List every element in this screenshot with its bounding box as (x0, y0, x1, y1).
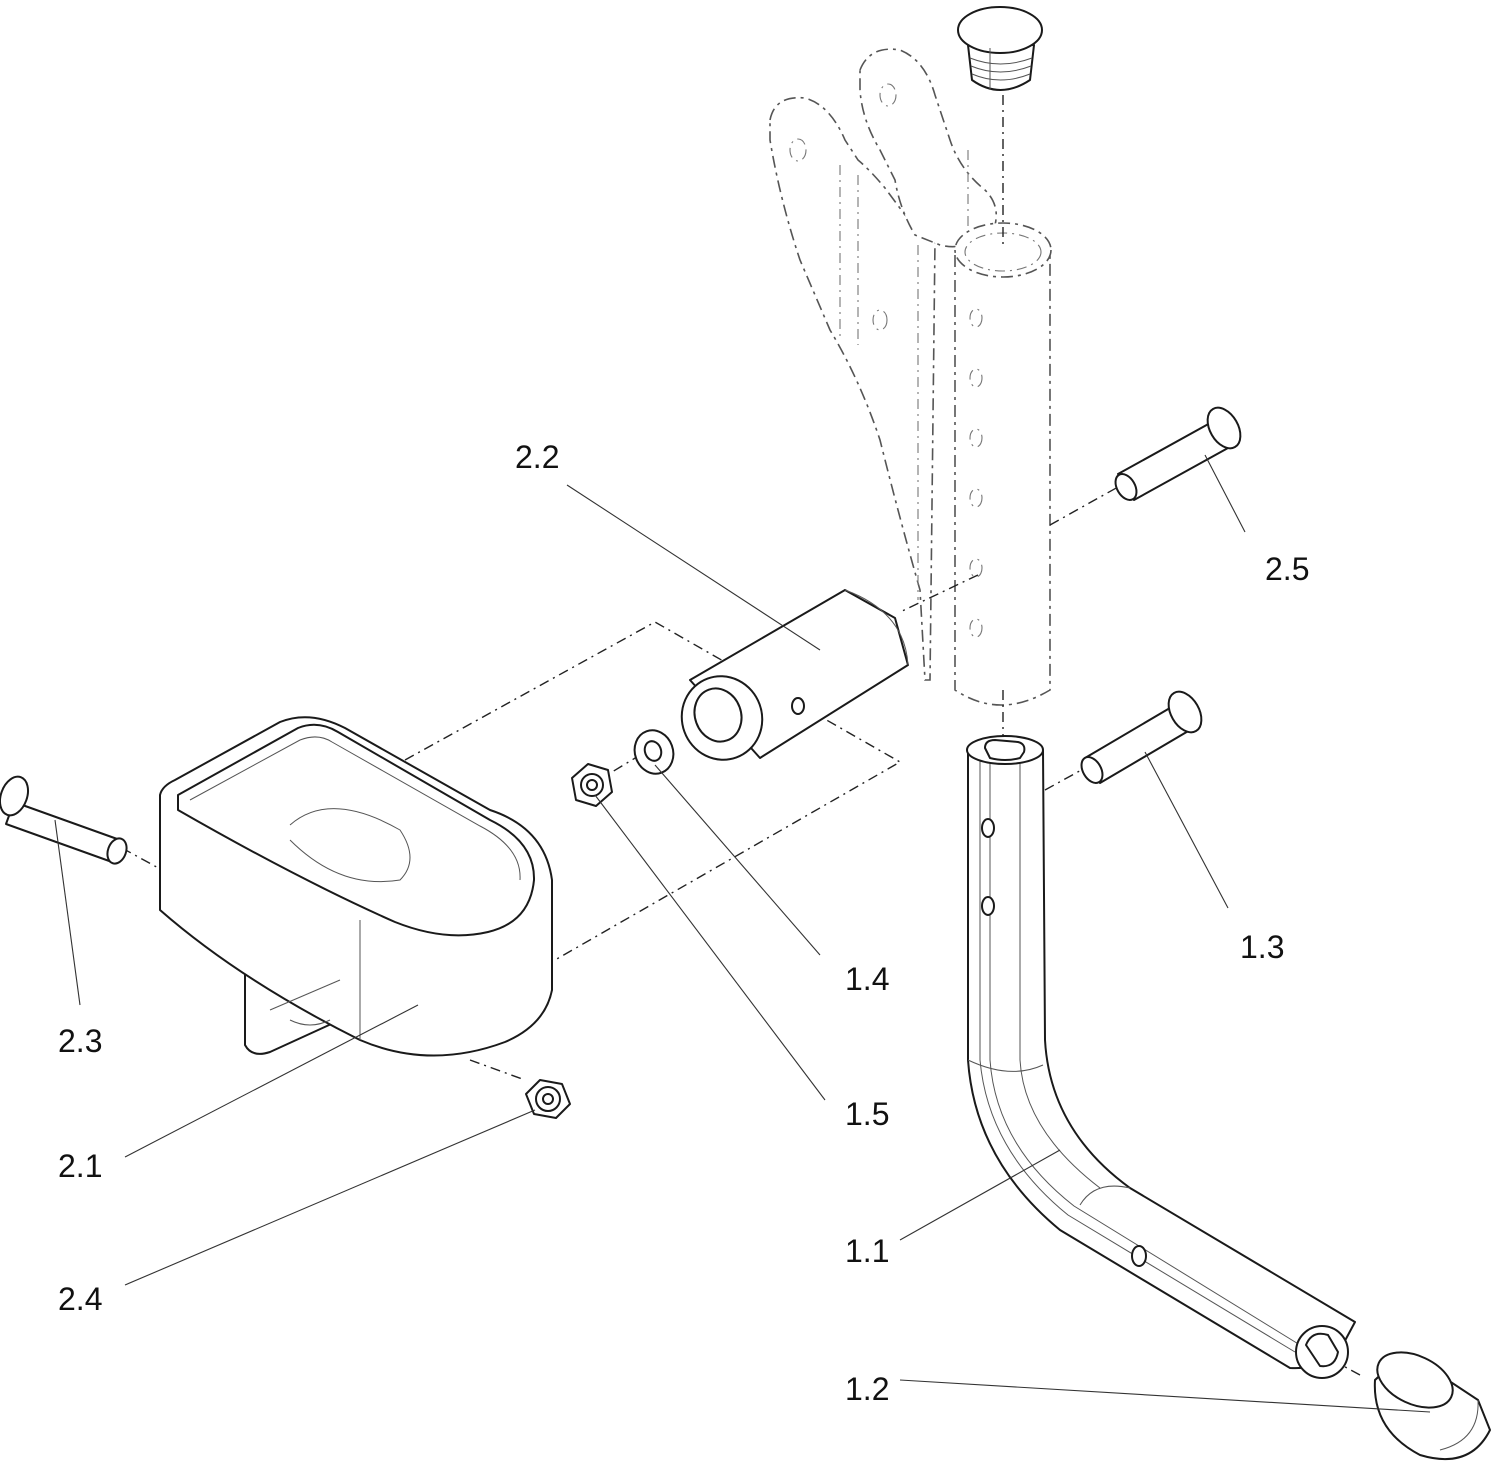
tube-hole (1131, 1245, 1147, 1267)
tube-far-bore (1305, 1332, 1339, 1368)
phantom-hole (879, 83, 897, 107)
tube-bend-start (967, 1059, 1044, 1072)
cup-tab-slot (289, 1019, 331, 1026)
cup-floor (289, 808, 411, 883)
leader-1-2 (899, 1379, 1431, 1413)
part-end-cap-plug (957, 6, 1043, 91)
tube-body (967, 749, 1356, 1370)
part-cup-footrest (159, 716, 553, 1057)
tube-shading-line (1019, 760, 1101, 1189)
axis-cup-to-nut (469, 1059, 526, 1081)
pin-head (0, 775, 30, 817)
part-pin-upper-right (1114, 406, 1242, 501)
cup-rim (177, 723, 536, 937)
phantom-hole (872, 309, 888, 331)
pin-tip (1080, 756, 1104, 784)
callout-1-5: 1.5 (845, 1096, 889, 1132)
washer-hole (643, 740, 663, 762)
tube-hole (981, 818, 995, 838)
part-pin-left (0, 775, 128, 865)
callout-1-3: 1.3 (1240, 929, 1284, 965)
axis-pin-1-3 (1044, 767, 1086, 791)
part-nut-upper (571, 763, 613, 807)
callout-2-1: 2.1 (58, 1148, 102, 1184)
phantom-frame-bracket (769, 48, 1052, 706)
callout-2-3: 2.3 (58, 1023, 102, 1059)
callout-1-4: 1.4 (845, 961, 889, 997)
sleeve-bore (693, 687, 743, 743)
tube-top-bore (984, 739, 1026, 761)
callout-2-5: 2.5 (1265, 551, 1309, 587)
cup-tab-edge (269, 979, 341, 1011)
phantom-socket-top (954, 222, 1052, 278)
phantom-right-plate (859, 48, 998, 248)
leader-1-3 (1144, 751, 1229, 909)
nut-hole (586, 779, 598, 791)
tip-dome-edge (1439, 1399, 1479, 1451)
leader-1-4 (654, 764, 821, 956)
nut-hole (542, 1093, 554, 1105)
sleeve-cross-hole (791, 697, 805, 715)
pin-tip (106, 837, 128, 865)
axis-pin-2-5 (1049, 486, 1119, 526)
part-l-tube (966, 735, 1356, 1379)
leader-1-5 (594, 794, 826, 1101)
tube-shading-line (979, 760, 1296, 1353)
leader-2-5 (1204, 454, 1246, 533)
callout-labels: 2.2 2.5 1.3 1.4 1.5 2.3 2.1 2.4 1.1 1.2 (58, 439, 1309, 1407)
leader-2-1 (124, 1004, 419, 1158)
leader-2-3 (54, 819, 81, 1006)
callout-1-1: 1.1 (845, 1233, 889, 1269)
tube-bend-end (1079, 1185, 1131, 1206)
plug-ribs (969, 48, 1033, 90)
pin-tip (1114, 473, 1138, 501)
part-nut-lower (525, 1079, 571, 1119)
leader-lines (54, 454, 1431, 1413)
plug-head (957, 6, 1043, 54)
plug-body (967, 44, 1035, 91)
phantom-left-plate (769, 96, 936, 681)
callout-2-4: 2.4 (58, 1281, 102, 1317)
sleeve-far-end (844, 589, 909, 666)
leader-2-4 (124, 1109, 536, 1286)
leader-2-2 (566, 484, 821, 651)
callout-1-2: 1.2 (845, 1371, 889, 1407)
callout-2-2: 2.2 (515, 439, 559, 475)
phantom-socket-tube (954, 255, 1051, 706)
pin-shaft (5, 801, 121, 863)
pin-head (1206, 406, 1242, 450)
tube-hole (981, 896, 995, 916)
axis-pin-2-3 (121, 847, 163, 871)
phantom-hole (789, 138, 807, 162)
phantom-socket-holes (969, 308, 983, 638)
pin-head (1167, 690, 1203, 734)
part-rubber-tip (1373, 1351, 1491, 1461)
part-pin-middle-right (1080, 690, 1203, 784)
part-washer (633, 729, 675, 775)
tip-open-end (1376, 1351, 1454, 1409)
axis-sleeve-to-socket (899, 574, 979, 613)
tube-shading-line (989, 760, 1301, 1346)
cup-inner-wall (189, 736, 521, 881)
leader-1-1 (899, 1149, 1061, 1241)
part-sleeve (680, 589, 909, 761)
